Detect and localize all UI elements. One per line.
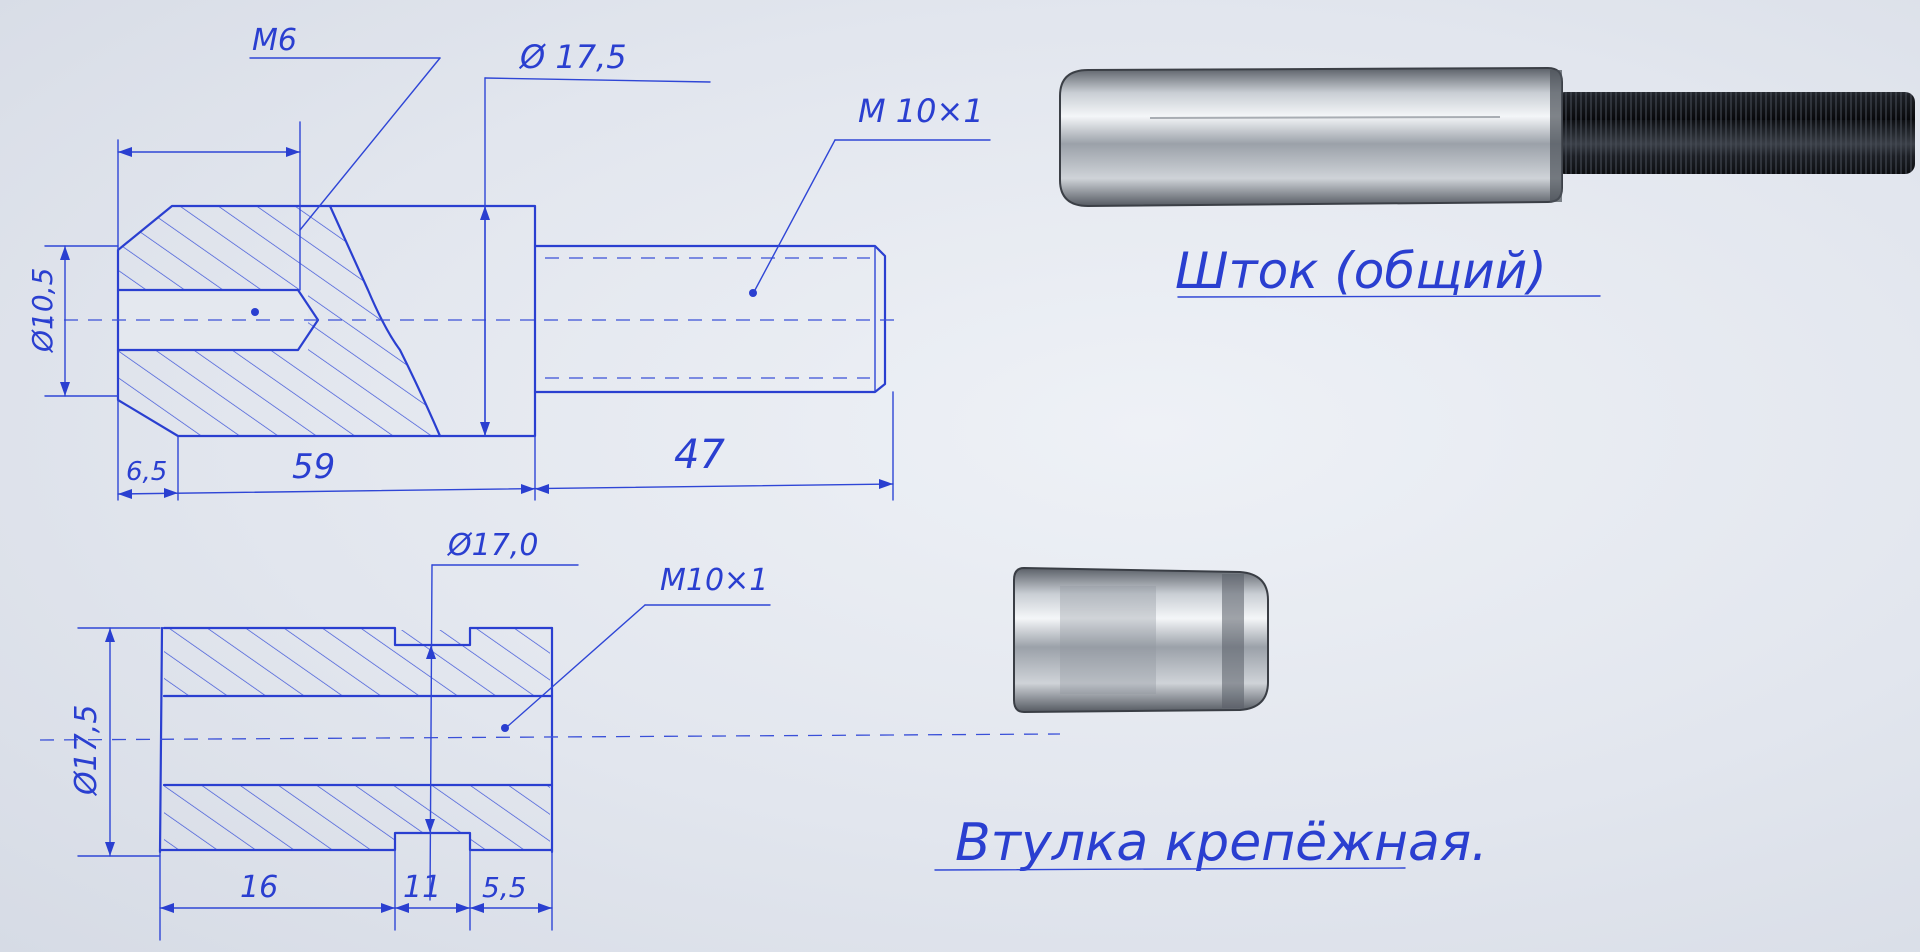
dim-16: 16 (240, 870, 278, 905)
dim-11: 11 (403, 870, 441, 905)
bushing-caption: Втулка крепёжная. (955, 813, 1488, 873)
rod-break-line (328, 204, 442, 438)
m6-leader (299, 57, 441, 231)
rod-caption-underline (1177, 295, 1601, 298)
dim-47: 47 (674, 432, 725, 478)
d105-label: Ø10,5 (26, 268, 59, 353)
dim-5-5: 5,5 (482, 871, 527, 904)
d170-extension (429, 564, 433, 901)
bushing-bore-dot (501, 724, 509, 732)
bushing-left-face (158, 626, 164, 854)
rod-caption: Шток (общий) (1175, 242, 1547, 300)
bushing-d175-label: Ø17,5 (69, 705, 104, 797)
bushing-bottom-wall (164, 785, 550, 850)
bushing-outline-top (162, 626, 554, 647)
length-dimension-line (117, 483, 894, 495)
bushing-outline-bottom (158, 831, 554, 852)
rod-photo: Шток (общий) (1059, 66, 1915, 300)
bushing-m10-label: М10×1 (660, 563, 768, 598)
bushing-steel-body (1013, 566, 1269, 714)
m10-leader (754, 139, 836, 291)
dim-59: 59 (292, 447, 335, 487)
m6-label: М6 (252, 23, 297, 58)
bushing-groove (1060, 586, 1156, 694)
dim-6-5: 6,5 (126, 457, 167, 487)
rod-hole-dot (251, 308, 259, 316)
bushing-m10-leader (507, 604, 646, 727)
bushing-top-wall (164, 628, 550, 696)
bushing-centerline (39, 733, 1061, 741)
m10-label: М 10×1 (858, 92, 984, 130)
bushing-caption-underline (934, 867, 1406, 871)
bushing-photo: Втулка крепёжная. (934, 566, 1488, 873)
rod-shank-outline (533, 244, 887, 394)
rod-drawing: М6 Ø 17,5 М 10×1 Ø10,5 6,5 59 47 (26, 23, 991, 501)
d170-label: Ø17,0 (446, 528, 538, 563)
d175-shelf (484, 77, 711, 83)
bushing-drawing: Ø17,0 М10×1 Ø17,5 16 11 5,5 (39, 528, 1061, 941)
rod-shank-dot (749, 289, 757, 297)
rod-steel-body (1059, 66, 1563, 208)
rod-threaded-end (1555, 92, 1915, 174)
d175-label: Ø 17,5 (518, 38, 627, 76)
